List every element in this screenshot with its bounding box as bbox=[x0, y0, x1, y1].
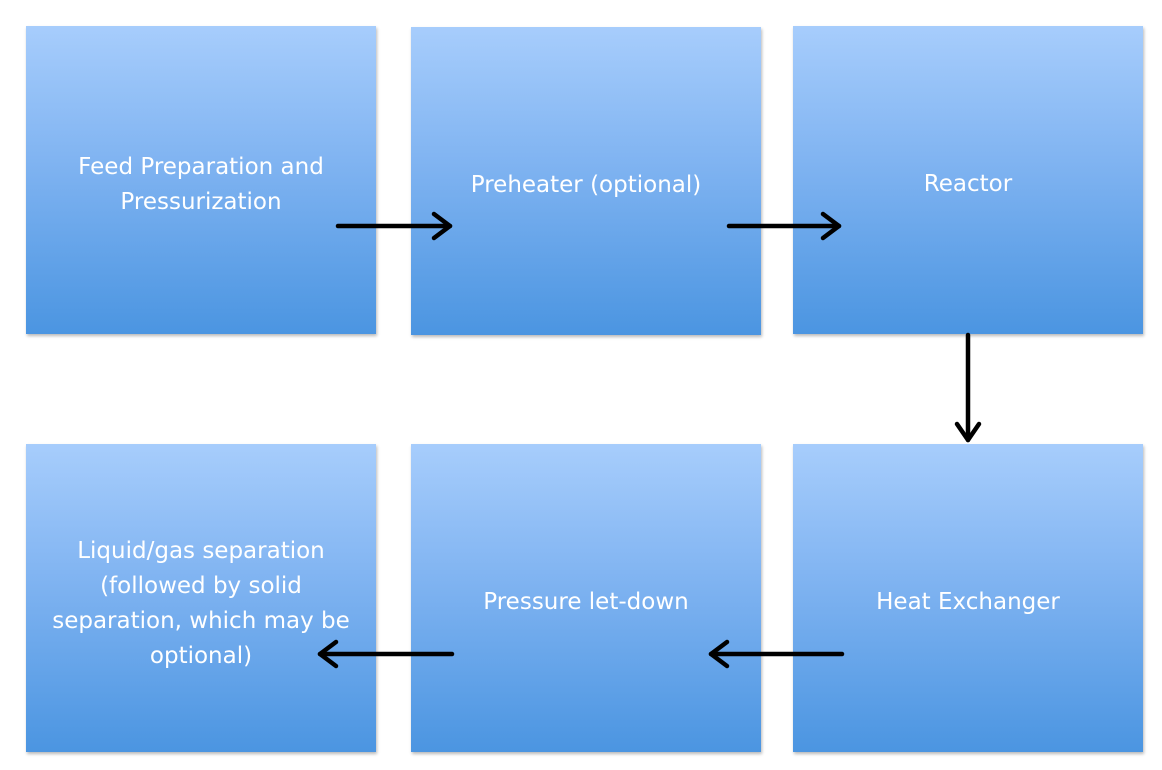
step-pressure-let-down: Pressure let-down bbox=[411, 444, 761, 752]
arrow-reactor-to-heat-exchanger bbox=[954, 332, 982, 443]
step-label: Pressure let-down bbox=[483, 589, 689, 615]
step-label: Preheater (optional) bbox=[470, 172, 702, 198]
step-feed-preparation: Feed Preparation and Pressurization bbox=[26, 26, 376, 334]
step-label: Feed Preparation and Pressurization bbox=[78, 154, 324, 215]
step-reactor: Reactor bbox=[793, 26, 1143, 334]
step-liquid-gas-separation: Liquid/gas separation (followed by solid… bbox=[26, 444, 376, 752]
step-preheater: Preheater (optional) bbox=[411, 27, 761, 335]
step-label: Heat Exchanger bbox=[876, 589, 1060, 615]
step-heat-exchanger: Heat Exchanger bbox=[793, 444, 1143, 752]
step-label: Reactor bbox=[923, 171, 1013, 197]
step-label: Liquid/gas separation (followed by solid… bbox=[52, 538, 350, 669]
